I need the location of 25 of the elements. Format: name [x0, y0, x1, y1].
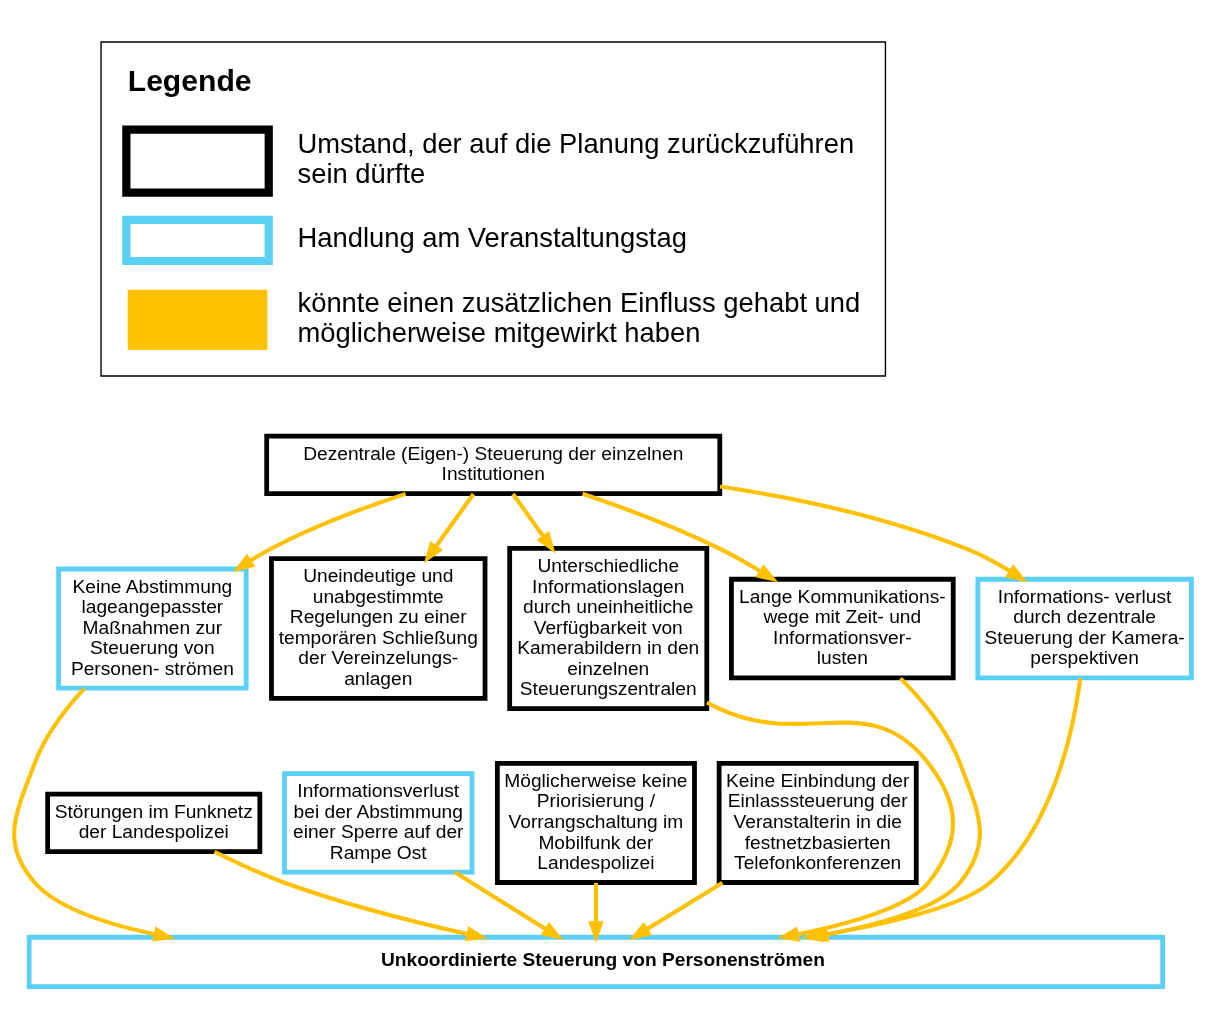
node-box: Unterschiedliche Informationslagen durch uneinheitliche Verfügbarkeit von Kamerabildern in den einzelnen Steuerungszentralen — [507, 546, 710, 712]
arrow — [453, 870, 564, 941]
arrow — [232, 491, 407, 573]
node-box: Möglicherweise keine Priorisierung / Vorrangschaltung im Mobilfunk der Landespolizei — [494, 761, 697, 885]
arrow — [423, 492, 476, 564]
node-box: Unkoordinierte Steuerung von Personenströmen — [26, 934, 1166, 989]
arrow — [511, 492, 556, 554]
arrow — [581, 491, 779, 583]
arrow — [588, 882, 604, 944]
legend-label: könnte einen zusätzlichen Einfluss gehabt und möglicherweise mitgewirkt haben — [297, 286, 861, 348]
arrow — [213, 849, 488, 942]
arrow — [719, 484, 1028, 583]
node-box: Lange Kommunikations- wege mit Zeit- und Informationsver- lusten — [729, 576, 956, 681]
node-box: Dezentrale (Eigen-) Steuerung der einzelnen Institutionen — [264, 433, 723, 497]
node-box: Informationsverlust bei der Abstimmung einer Sperre auf der Rampe Ost — [282, 771, 475, 875]
node-box: Keine Einbindung der Einlasssteuerung der Veranstalterin in die festnetzbasierten Telefonkonferenzen — [716, 761, 919, 885]
legend-label: Handlung am Veranstaltungstag — [297, 222, 687, 254]
arrow — [12, 687, 176, 942]
node-box: Störungen im Funknetz der Landespolizei — [45, 791, 263, 855]
node-box: Keine Abstimmung lageangepasster Maßnahmen zur Steuerung von Personen- strömen — [56, 566, 249, 691]
node-box: Uneindeutige und unabgestimmte Regelungen zu einer temporären Schließung der Vereinzelungs- anlagen — [269, 556, 488, 701]
label: Legende — [127, 63, 252, 97]
arrow — [629, 881, 724, 941]
legend-label: Umstand, der auf die Planung zurückzuführen sein dürfte — [297, 127, 855, 189]
node-box: Informations- verlust durch dezentrale Steuerung der Kamera- perspektiven — [975, 576, 1194, 681]
